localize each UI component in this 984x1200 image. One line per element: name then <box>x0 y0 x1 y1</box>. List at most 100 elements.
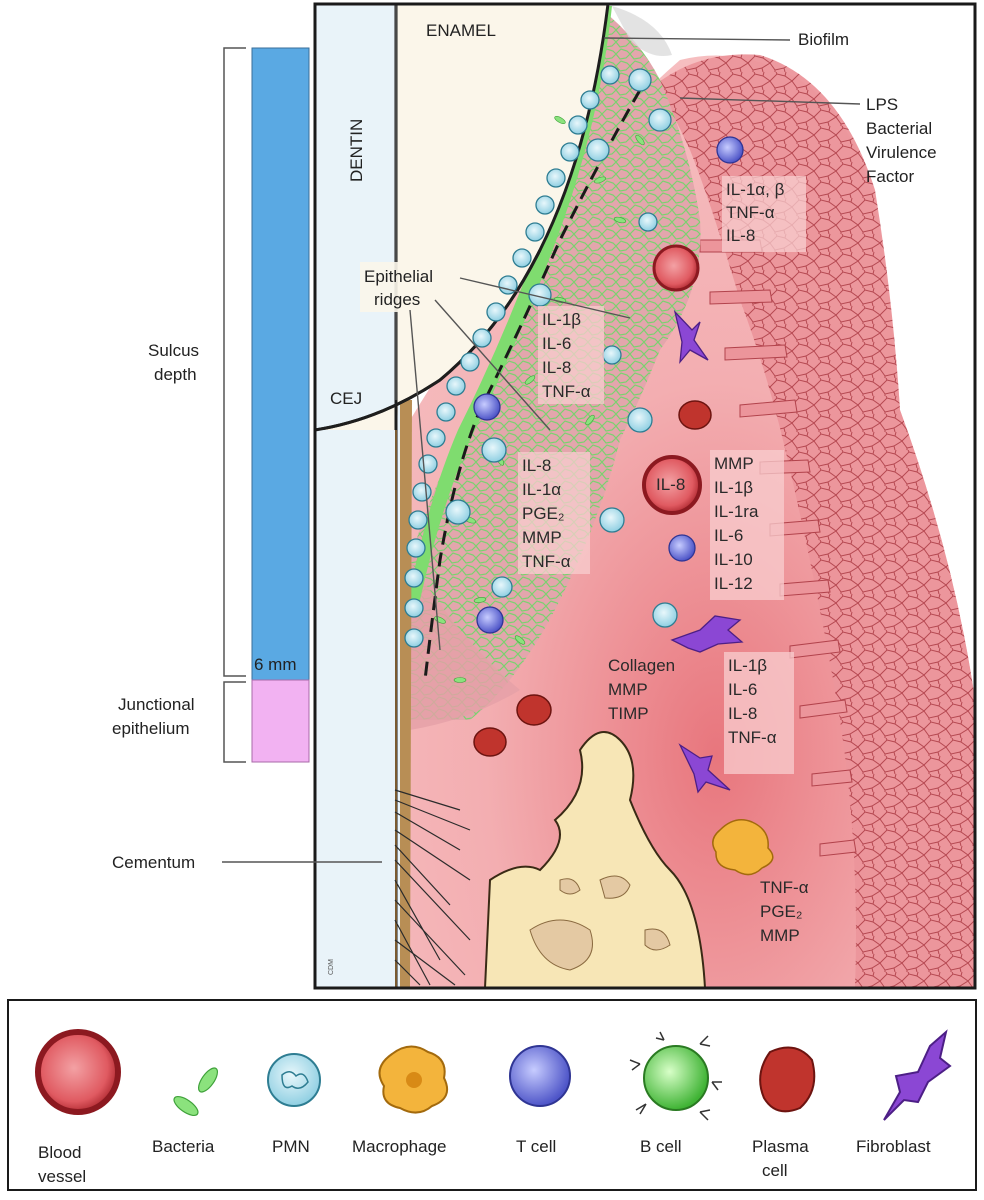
biofilm-layer <box>408 6 612 600</box>
cytokine-line: IL-1ra <box>714 502 759 521</box>
cytokine-line: IL-8 <box>726 226 755 245</box>
plasma-cells <box>473 400 712 757</box>
legend-t-cell: T cell <box>509 1045 571 1156</box>
blood-vessels <box>642 244 702 515</box>
legend-label: Blood <box>38 1143 81 1162</box>
cytokine-line: IL-10 <box>714 550 753 569</box>
sulcus-bracket <box>223 47 246 677</box>
legend-label: Fibroblast <box>856 1137 931 1156</box>
cytokine-macrophage: TNF-α PGE₂ MMP <box>760 878 809 945</box>
legend-pmn: PMN <box>267 1053 321 1156</box>
cytokine-line: IL-1α, β <box>726 180 785 199</box>
dentin-label: DENTIN <box>347 119 366 182</box>
epithelial-boundary <box>423 89 642 681</box>
cytokine-upper-left: IL-1β IL-6 IL-8 TNF-α <box>542 310 591 401</box>
junctional-bracket <box>223 681 246 763</box>
cytokine-line: MMP <box>608 680 648 699</box>
legend-fibroblast: Fibroblast <box>856 1029 952 1156</box>
cytokine-line: IL-6 <box>542 334 571 353</box>
tissue-bacteria <box>434 116 645 683</box>
cytokine-line: TIMP <box>608 704 649 723</box>
lps-line: Factor <box>866 167 915 186</box>
legend-bacteria: Bacteria <box>152 1067 219 1156</box>
cytokine-line: IL-8 <box>522 456 551 475</box>
depth-scale: 6 mm Sulcus depth Junctional epithelium … <box>112 47 310 872</box>
lps-label: LPS Bacterial Virulence Factor <box>866 95 937 186</box>
cytokine-line: IL-1β <box>542 310 581 329</box>
artist-credit: CDM <box>328 959 335 975</box>
junctional-bar <box>251 679 310 763</box>
epithelial-ridges-label: Epithelial <box>364 267 433 286</box>
cytokine-line: TNF-α <box>726 203 775 222</box>
cytokine-line: PGE₂ <box>760 902 803 921</box>
cytokine-line: IL-8 <box>728 704 757 723</box>
sulcus-depth-label: depth <box>154 365 197 384</box>
legend-label: Macrophage <box>352 1137 447 1156</box>
biofilm-label: Biofilm <box>798 30 849 49</box>
cytokine-line: Collagen <box>608 656 675 675</box>
cytokine-line: MMP <box>522 528 562 547</box>
legend-label: B cell <box>640 1137 682 1156</box>
b-cell-icon <box>643 1045 709 1111</box>
cytokine-line: IL-1β <box>728 656 767 675</box>
pmn-cells <box>404 65 678 648</box>
sulcus-depth-bar <box>251 47 310 681</box>
lps-line: Virulence <box>866 143 937 162</box>
cytokine-lower-right: IL-1β IL-6 IL-8 TNF-α <box>728 656 777 747</box>
lps-line: LPS <box>866 95 898 114</box>
sulcus-depth-label: Sulcus <box>148 341 199 360</box>
depth-marker: 6 mm <box>254 655 297 674</box>
legend-blood-vessel: Blood vessel <box>35 1029 121 1186</box>
legend-b-cell: B cell <box>629 1031 722 1156</box>
cytokine-top: IL-1α, β TNF-α IL-8 <box>726 180 785 245</box>
bacteria-icon <box>173 1067 219 1117</box>
legend-frame <box>7 999 977 1191</box>
junctional-tissue <box>410 560 520 730</box>
main-panel: IL-1α, β TNF-α IL-8 IL-1β IL-6 IL-8 TNF-… <box>315 4 975 988</box>
cytokine-line: IL-6 <box>714 526 743 545</box>
t-cell-icon <box>509 1045 571 1107</box>
legend-label: T cell <box>516 1137 556 1156</box>
leader-lines <box>409 97 861 651</box>
cytokine-line: TNF-α <box>542 382 591 401</box>
panel-frame <box>313 2 977 990</box>
cytokine-line: MMP <box>760 926 800 945</box>
cej-label: CEJ <box>330 389 362 408</box>
legend-label: vessel <box>38 1167 86 1186</box>
cytokine-collagen: Collagen MMP TIMP <box>608 656 675 723</box>
fibroblast-icon <box>883 1029 952 1121</box>
enamel-label: ENAMEL <box>426 21 496 40</box>
rete-ridges <box>699 239 857 857</box>
junctional-label: Junctional <box>118 695 195 714</box>
cytokine-line: IL-8 <box>542 358 571 377</box>
biofilm-leader <box>603 37 791 41</box>
cytokine-line: IL-1α <box>522 480 561 499</box>
blood-vessel-icon <box>35 1029 121 1115</box>
cytokine-line: IL-6 <box>728 680 757 699</box>
vessel-label: IL-8 <box>656 475 685 494</box>
legend-label: PMN <box>272 1137 310 1156</box>
legend-label: Plasma <box>752 1137 809 1156</box>
lps-line: Bacterial <box>866 119 932 138</box>
cytokine-line: PGE₂ <box>522 504 565 523</box>
pmn-icon <box>267 1053 321 1107</box>
junctional-label: epithelium <box>112 719 190 738</box>
cytokine-line: IL-1β <box>714 478 753 497</box>
t-cells <box>473 136 744 634</box>
cytokine-mid-right: MMP IL-1β IL-1ra IL-6 IL-10 IL-12 <box>714 454 759 593</box>
cementum-label: Cementum <box>112 853 195 872</box>
epithelial-ridges-label: ridges <box>374 290 420 309</box>
plasma-cell-icon <box>759 1046 816 1113</box>
pdl-fibers <box>394 789 471 986</box>
macrophage-cell <box>712 819 774 876</box>
cytokine-line: IL-12 <box>714 574 753 593</box>
legend-plasma-cell: Plasma cell <box>752 1046 816 1180</box>
cytokine-line: TNF-α <box>522 552 571 571</box>
cytokine-line: MMP <box>714 454 754 473</box>
legend: Blood vessel Bacteria PMN Macrophage T c… <box>7 999 977 1191</box>
legend-label: cell <box>762 1161 788 1180</box>
cytokine-mid-left: IL-8 IL-1α PGE₂ MMP TNF-α <box>522 456 571 571</box>
fibroblasts <box>670 309 744 794</box>
legend-label: Bacteria <box>152 1137 215 1156</box>
